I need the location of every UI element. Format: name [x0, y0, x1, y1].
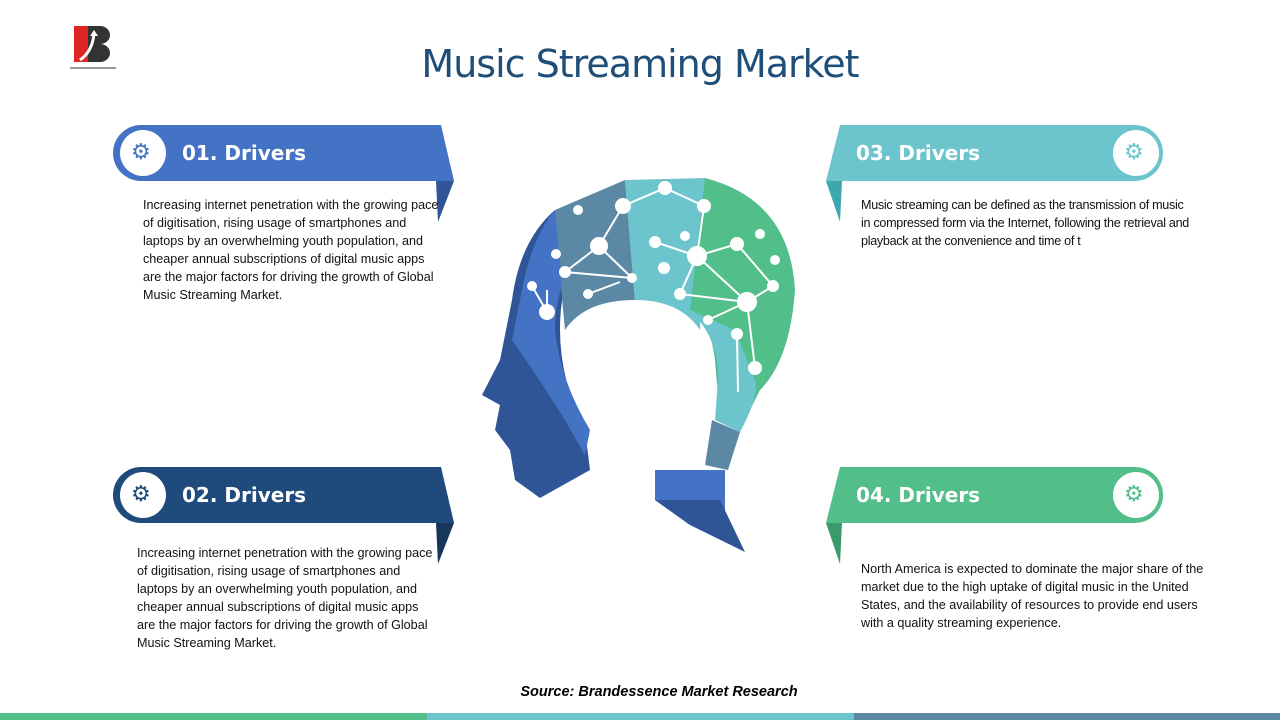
driver-card-2-banner: ⚙ 02. Drivers — [110, 464, 470, 574]
source-note: Source: Brandessence Market Research — [520, 684, 798, 700]
driver-card-3-text: Music streaming can be defined as the tr… — [861, 198, 1190, 248]
driver-card-4-text: North America is expected to dominate th… — [861, 562, 1204, 630]
driver-card-1-banner: ⚙ 01. Drivers — [110, 122, 470, 232]
head-network-illustration — [470, 170, 810, 565]
driver-card-4-banner: ⚙ 04. Drivers — [824, 464, 1184, 574]
gear-icon: ⚙ — [1124, 139, 1144, 164]
driver-card-2-text: Increasing internet penetration with the… — [137, 546, 433, 650]
driver-card-2-title: 02. Drivers — [182, 483, 307, 507]
driver-card-1-text: Increasing internet penetration with the… — [143, 198, 439, 302]
driver-card-4-title: 04. Drivers — [856, 483, 981, 507]
page-title: Music Streaming Market — [421, 42, 859, 86]
driver-card-3-banner: ⚙ 03. Drivers — [824, 122, 1184, 232]
footer-bar-teal — [427, 713, 854, 720]
footer-bar-steel — [854, 713, 1280, 720]
brand-logo — [70, 24, 116, 72]
gear-icon: ⚙ — [1124, 481, 1144, 506]
footer-bar-green — [0, 713, 427, 720]
gear-icon: ⚙ — [131, 139, 151, 164]
driver-card-3-title: 03. Drivers — [856, 141, 981, 165]
gear-icon: ⚙ — [131, 481, 151, 506]
driver-card-1-title: 01. Drivers — [182, 141, 307, 165]
